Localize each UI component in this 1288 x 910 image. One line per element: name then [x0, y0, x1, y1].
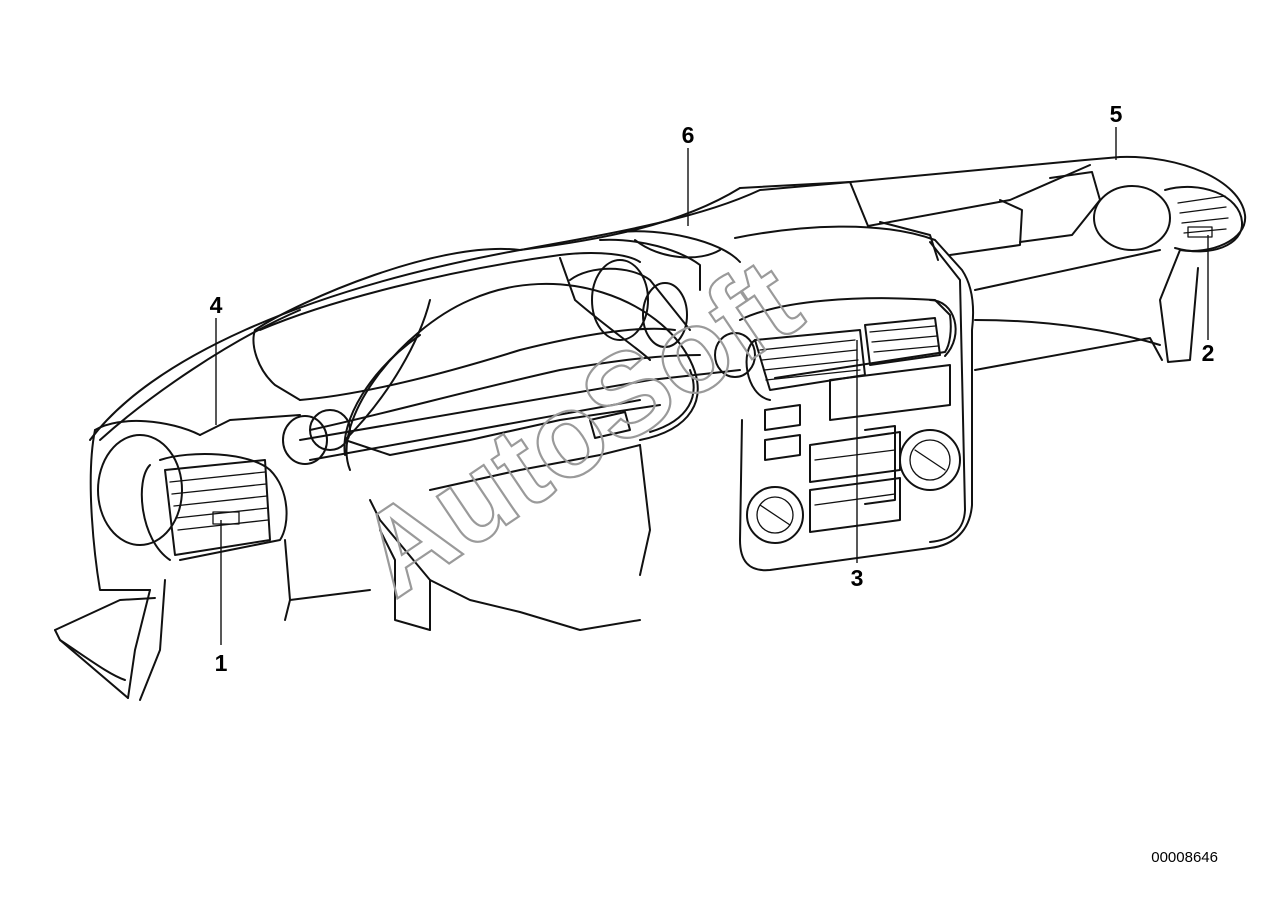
callout-2: 2 — [1202, 340, 1215, 366]
callout-1: 1 — [215, 650, 228, 676]
callout-4: 4 — [210, 292, 223, 318]
callout-5: 5 — [1110, 101, 1123, 127]
watermark: AutoSoft — [336, 234, 823, 622]
dashboard-drawing — [54, 155, 1247, 701]
callout-6: 6 — [682, 122, 695, 148]
diagram-reference-number: 00008646 — [1151, 849, 1218, 866]
callout-labels: 1 2 3 4 5 6 — [210, 101, 1215, 676]
leader-lines — [215, 127, 1209, 645]
callout-3: 3 — [851, 565, 864, 591]
